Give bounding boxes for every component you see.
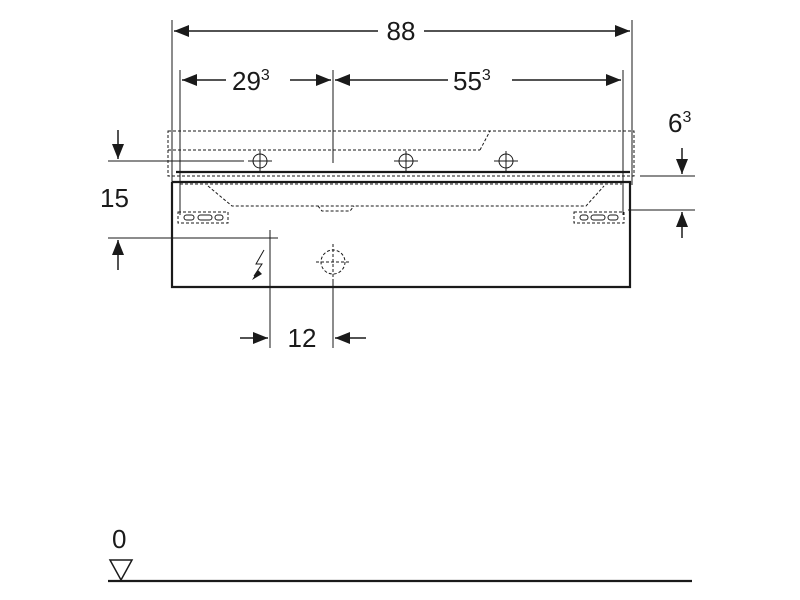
left-offset-label: 293 [232,66,270,96]
spacing-bottom-label: 12 [288,323,317,353]
dimension-overall-width: 88 [171,16,633,185]
fixing-point-icon [494,151,518,171]
drain-marker-icon [316,244,350,280]
wall-bracket-right [573,211,625,224]
floor-level: 0 [108,524,692,583]
overall-width-label: 88 [387,16,416,46]
height-left-label: 15 [100,183,129,213]
floor-level-triangle-icon [108,559,134,582]
right-offset-label: 553 [453,66,491,96]
fixing-point-icon [248,151,272,171]
countertop-dashed-outline [167,130,635,177]
side-drop-label: 63 [668,108,691,138]
wall-bracket-left [177,211,229,224]
cabinet-front-view [170,180,632,289]
fixing-point-icon [394,151,418,171]
dimension-height-left: 15 [100,130,262,270]
dimension-side-drop: 63 [628,108,695,238]
floor-level-label: 0 [112,524,126,554]
electrical-symbol-icon [252,230,278,280]
dimension-spacing-bottom: 12 [240,246,366,353]
dimension-offsets: 293 553 [179,66,624,215]
